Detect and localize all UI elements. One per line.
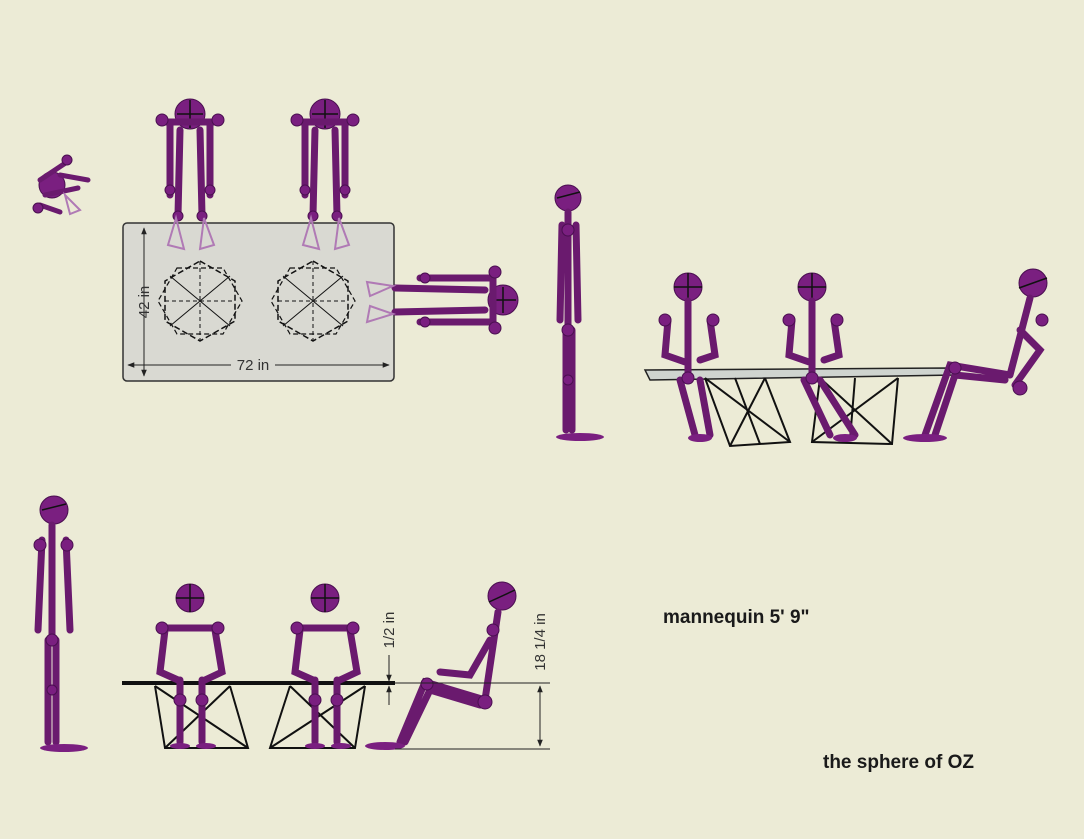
side-elevation-view bbox=[643, 268, 1049, 448]
plan-depth-label: 42 in bbox=[136, 286, 153, 319]
mannequin-side-seated-2 bbox=[782, 272, 859, 442]
mannequin-plan-top-1 bbox=[155, 98, 225, 251]
mannequin-side-seated-1 bbox=[658, 272, 720, 442]
thickness-label: 1/2 in bbox=[381, 612, 398, 649]
mannequin-standing-front bbox=[33, 495, 88, 752]
mannequin-side-seated-3 bbox=[903, 268, 1049, 442]
mannequin-plan-top-2 bbox=[290, 98, 360, 251]
mannequin-front-seated-side bbox=[365, 581, 517, 750]
mannequin-front-seated-1 bbox=[155, 583, 226, 749]
plan-view: 42 in 72 in bbox=[32, 98, 519, 382]
front-elevation-view: 1/2 in 18 1/4 in bbox=[122, 581, 550, 750]
table-leg-side-1 bbox=[704, 377, 792, 448]
mannequin-caption: mannequin 5' 9" bbox=[663, 607, 810, 628]
height-label: 18 1/4 in bbox=[532, 613, 549, 671]
plan-width-label: 72 in bbox=[237, 357, 270, 374]
mannequin-front-seated-2 bbox=[290, 583, 361, 749]
mannequin-standing-side bbox=[554, 184, 604, 441]
mannequin-plan-end bbox=[365, 265, 519, 335]
table-top-plan bbox=[122, 222, 395, 382]
credit-caption: the sphere of OZ bbox=[823, 752, 974, 773]
mannequin-plan-small bbox=[32, 154, 91, 216]
